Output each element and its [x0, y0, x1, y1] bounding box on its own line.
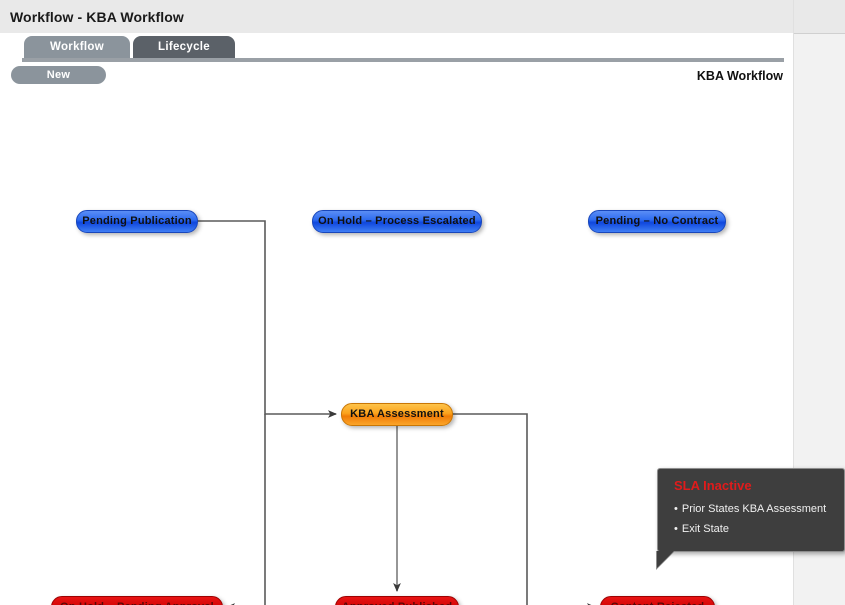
edge-pending-publication-to-on-hold-pending-approval: [226, 414, 266, 605]
tab-lifecycle[interactable]: Lifecycle: [133, 36, 235, 58]
workflow-name-label: KBA Workflow: [696, 69, 783, 83]
node-approved-published[interactable]: Approved Published: [335, 596, 459, 605]
tooltip-row-exit-state-text: Exit State: [681, 523, 729, 535]
node-on-hold-pending-approval[interactable]: On Hold – Pending Approval: [51, 596, 223, 605]
window-title-bar: Workflow - KBA Workflow: [0, 0, 793, 34]
tooltip-row-prior-states-text: Prior States KBA Assessment: [681, 503, 827, 515]
tooltip-row-exit-state: •Exit State: [674, 523, 729, 535]
page-body: Workflow Lifecycle New KBA Workflow: [0, 33, 793, 605]
tab-strip: Workflow Lifecycle: [0, 33, 793, 62]
sla-tooltip: SLA Inactive •Prior States KBA Assessmen…: [656, 468, 845, 570]
node-kba-assessment[interactable]: KBA Assessment: [341, 403, 453, 426]
new-button[interactable]: New: [11, 66, 106, 84]
tab-underline-rule: [22, 58, 784, 62]
bullet-icon: •: [674, 503, 678, 515]
tab-workflow[interactable]: Workflow: [24, 36, 130, 58]
tooltip-title: SLA Inactive: [674, 478, 752, 493]
node-content-rejected[interactable]: Content Rejected: [600, 596, 715, 605]
edge-pending-publication-to-kba-assessment: [197, 220, 337, 418]
tooltip-row-prior-states: •Prior States KBA Assessment: [674, 503, 826, 515]
workflow-diagram-canvas: Pending Publication On Hold – Process Es…: [0, 88, 793, 605]
node-on-hold-process-escalated[interactable]: On Hold – Process Escalated: [312, 210, 482, 233]
node-pending-publication[interactable]: Pending Publication: [76, 210, 198, 233]
edge-kba-assessment-to-content-rejected: [452, 413, 596, 605]
workflow-edges: [197, 220, 596, 605]
node-pending-no-contract[interactable]: Pending – No Contract: [588, 210, 726, 233]
window-title: Workflow - KBA Workflow: [10, 9, 184, 25]
bullet-icon: •: [674, 523, 678, 535]
tooltip-tail: [657, 551, 674, 568]
toolbar: New: [0, 62, 793, 88]
right-gutter-header: [794, 0, 845, 34]
